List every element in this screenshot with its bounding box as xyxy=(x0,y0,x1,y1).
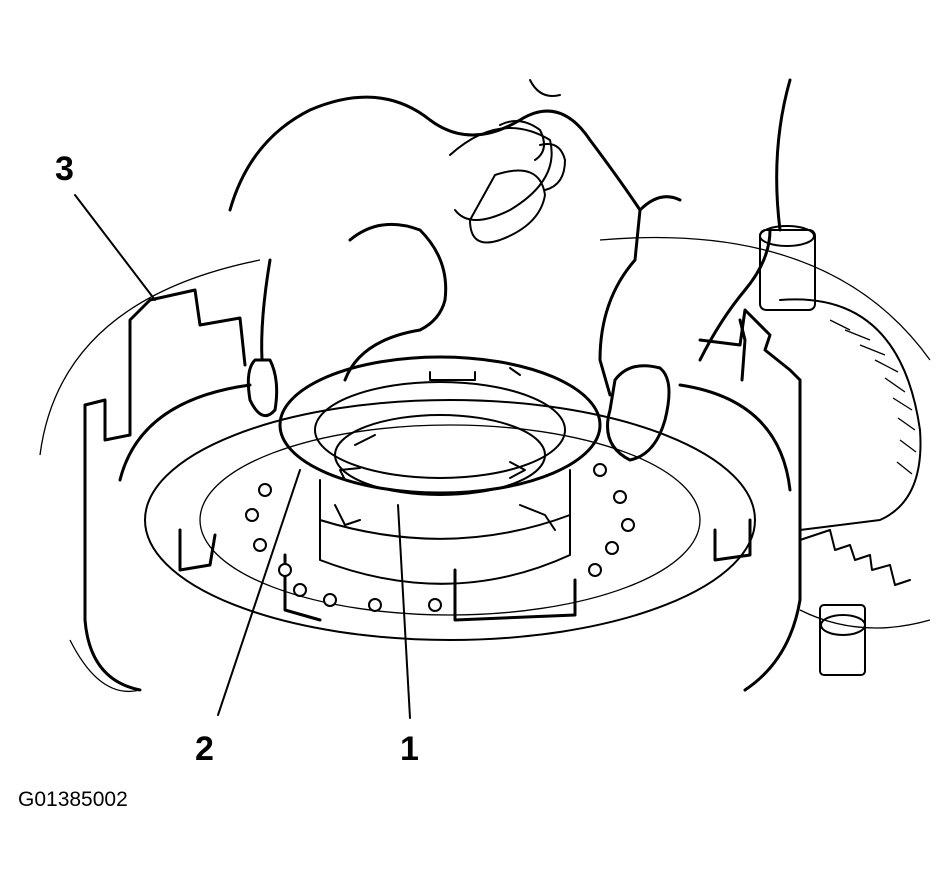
callout-3: 3 xyxy=(55,150,74,188)
thrust-bearing xyxy=(334,414,546,496)
callout-2: 2 xyxy=(195,730,214,768)
hand xyxy=(228,78,792,462)
housing-outline xyxy=(39,236,931,692)
thrust-washer xyxy=(278,355,602,495)
leader-3 xyxy=(74,194,156,301)
clutch-drum xyxy=(83,288,802,692)
leader-1 xyxy=(397,504,411,719)
leader-lines xyxy=(74,194,411,719)
leader-2 xyxy=(217,469,301,716)
gear xyxy=(759,225,922,676)
figure-id: G01385002 xyxy=(18,788,128,811)
piston-plate xyxy=(144,399,756,641)
hub xyxy=(319,469,571,585)
callout-1: 1 xyxy=(400,730,419,768)
